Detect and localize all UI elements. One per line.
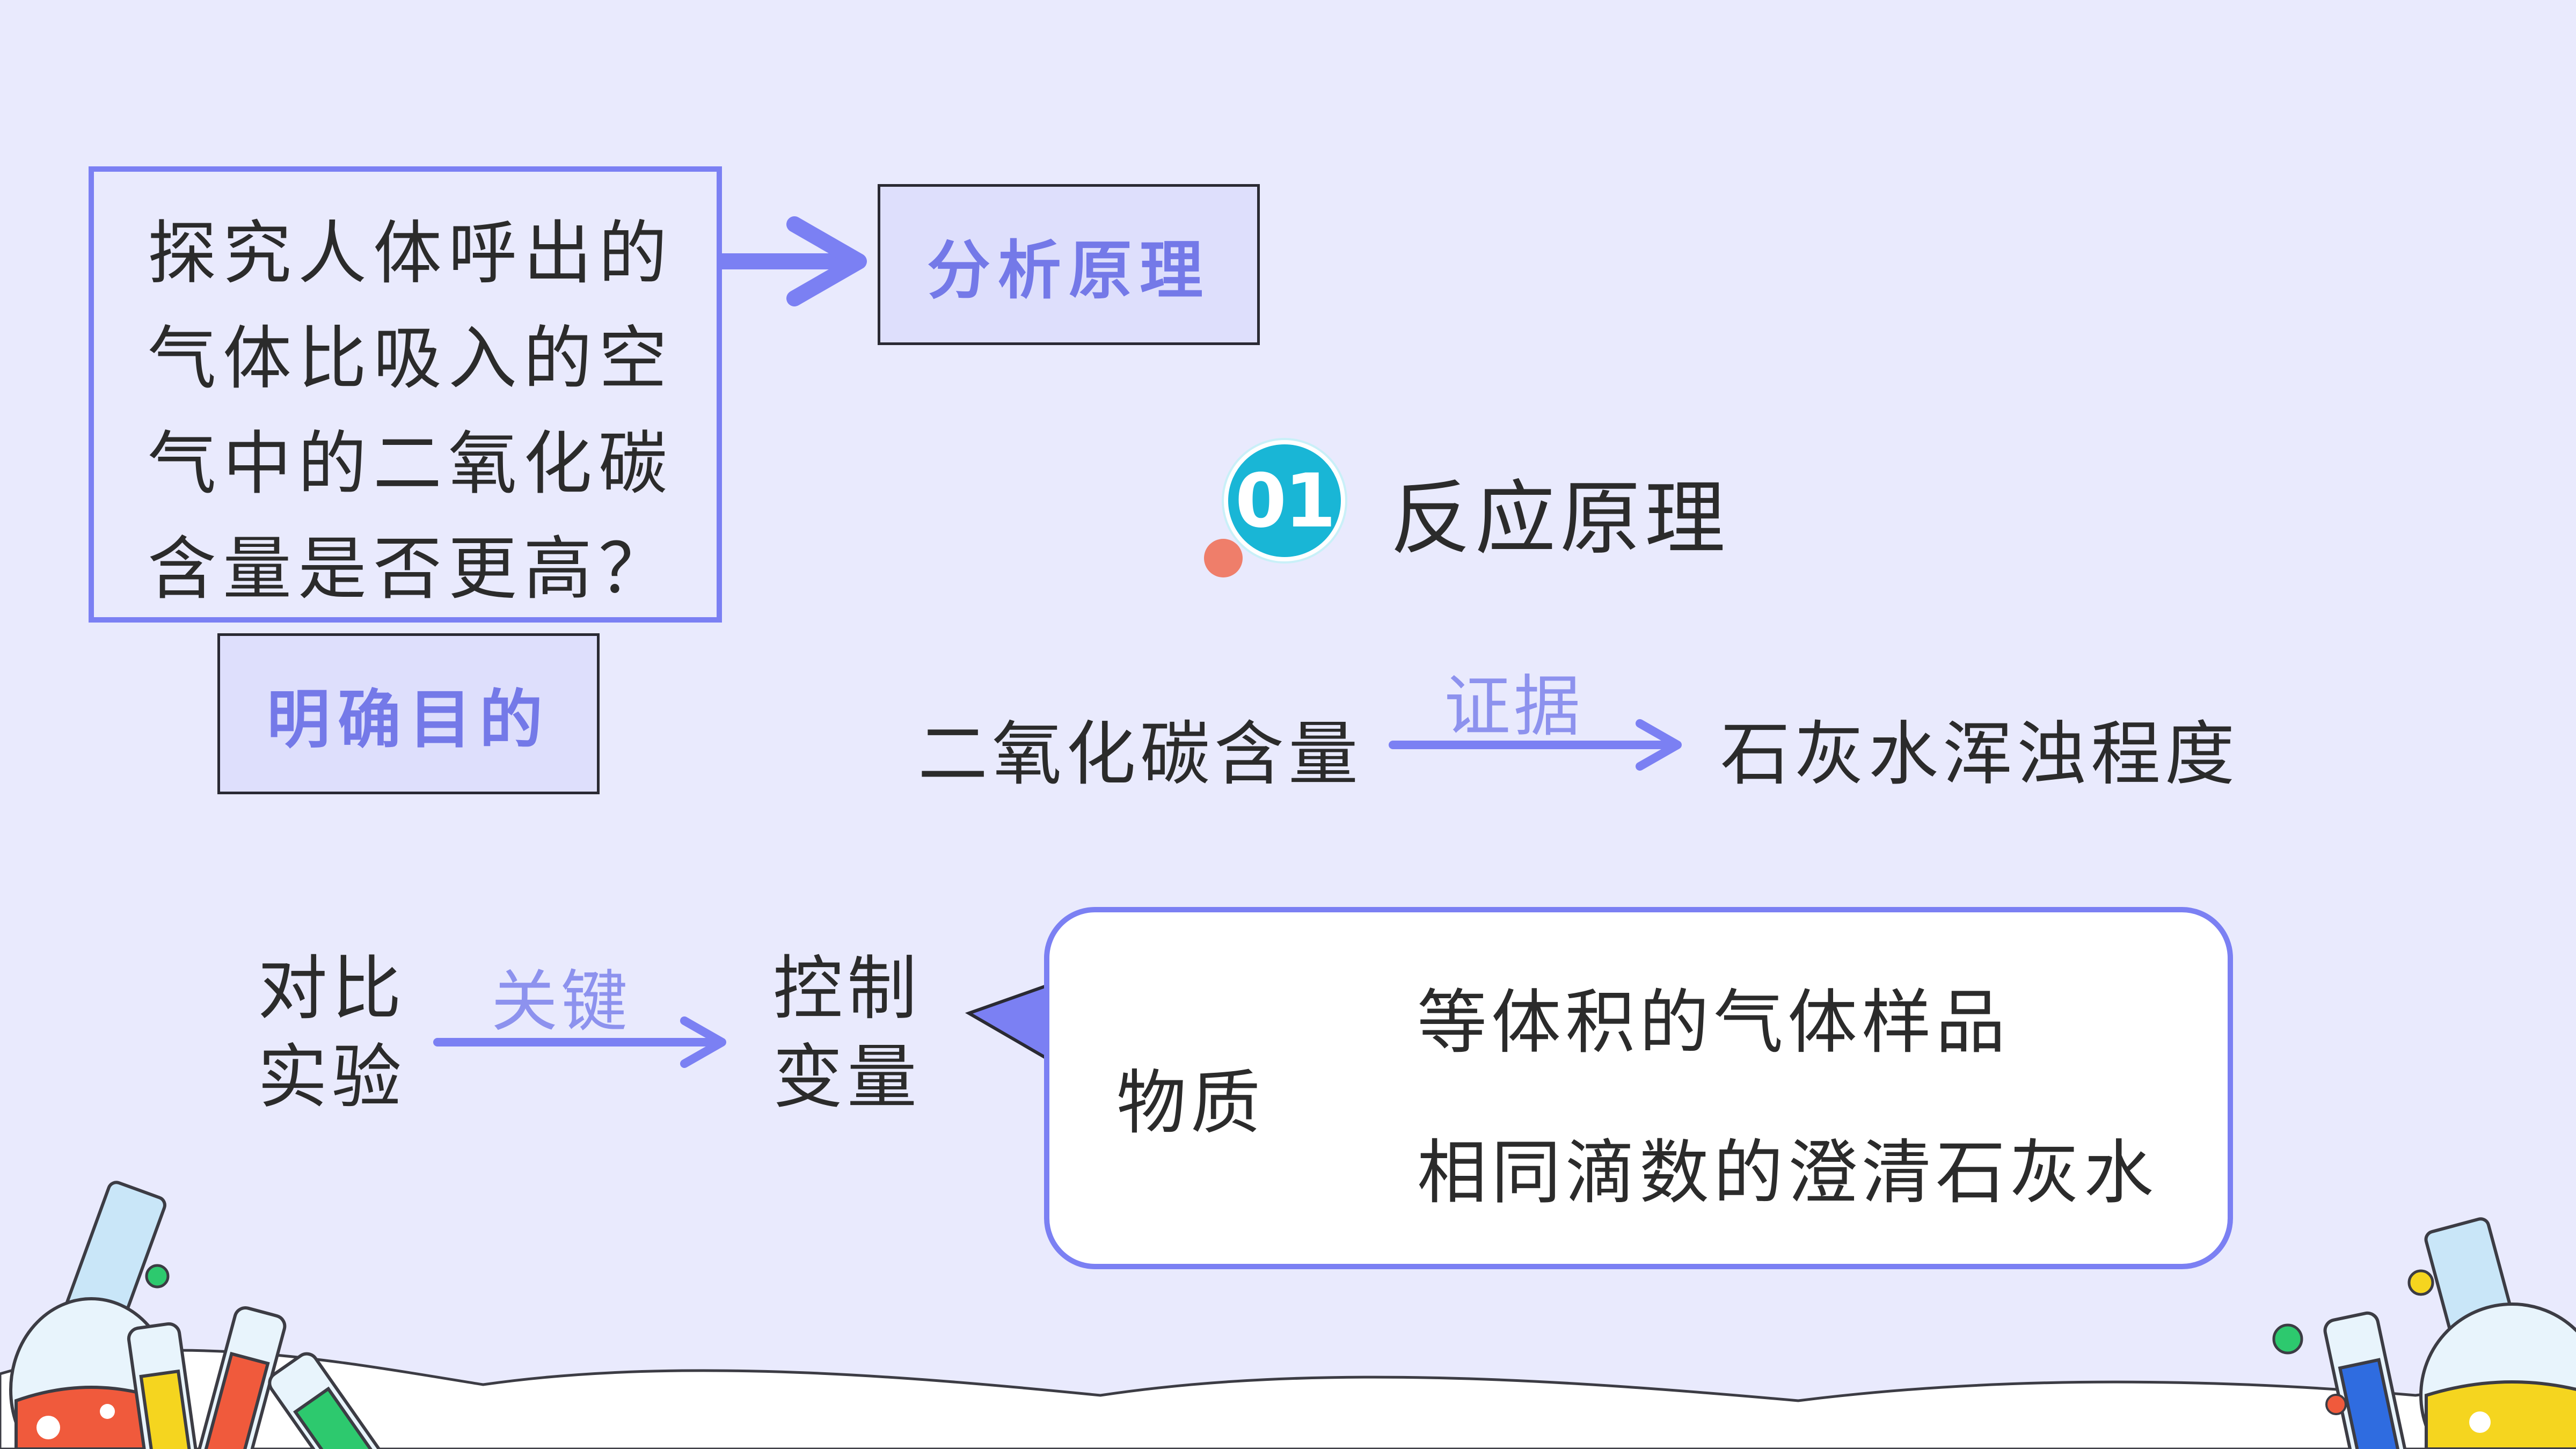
badge-dot-icon: [1204, 539, 1243, 577]
test-tube-blue-icon: [2323, 1311, 2411, 1449]
experiment-right-line: 变量: [773, 1036, 922, 1118]
experiment-right: 控制 变量: [773, 945, 921, 1122]
principle-arrow: [1389, 719, 1682, 771]
principle-right-text: 石灰水浑浊程度: [1720, 713, 2239, 795]
experiment-arrow: [433, 1016, 726, 1068]
principle-arrow-label: 证据: [1444, 668, 1584, 745]
question-box: 探究人体呼出的 气体比吸入的空 气中的二氧化碳 含量是否更高？: [89, 166, 722, 623]
experiment-right-line: 控制: [773, 948, 922, 1029]
question-line: 气中的二氧化碳: [148, 424, 674, 504]
question-line: 气体比吸入的空: [148, 319, 674, 399]
question-line: 探究人体呼出的: [148, 214, 674, 294]
ground-shape: [0, 1349, 2576, 1449]
section-number-badge: 01: [1224, 440, 1345, 561]
section-title: 反应原理: [1390, 472, 1730, 566]
experiment-left-line: 实验: [258, 1036, 406, 1118]
callout-item: 相同滴数的澄清石灰水: [1417, 1132, 2158, 1213]
callout-box: [1044, 907, 2233, 1269]
question-line: 含量是否更高？: [148, 529, 674, 609]
dot-yellow-icon: [2407, 1269, 2434, 1296]
test-tube-green-icon: [268, 1352, 387, 1449]
experiment-left-line: 对比: [258, 948, 406, 1029]
analysis-label: 分析原理: [878, 184, 1260, 345]
dot-red-icon: [2325, 1394, 2347, 1415]
purpose-label: 明确目的: [217, 633, 600, 794]
dot-green-icon: [145, 1264, 170, 1289]
experiment-arrow-label: 关键: [491, 963, 631, 1041]
experiment-left: 对比 实验: [258, 945, 406, 1122]
callout-pointer: [965, 982, 1051, 1063]
flask-right-icon: [2419, 1217, 2576, 1449]
arrow-to-analysis: [714, 216, 867, 306]
principle-left-text: 二氧化碳含量: [918, 713, 1363, 795]
callout-item: 等体积的气体样品: [1417, 982, 2010, 1063]
dot-green-right-icon: [2272, 1323, 2303, 1355]
test-tube-yellow-icon: [127, 1322, 201, 1449]
test-tube-red-icon: [194, 1306, 287, 1449]
callout-root: 物质: [1116, 1062, 1265, 1144]
